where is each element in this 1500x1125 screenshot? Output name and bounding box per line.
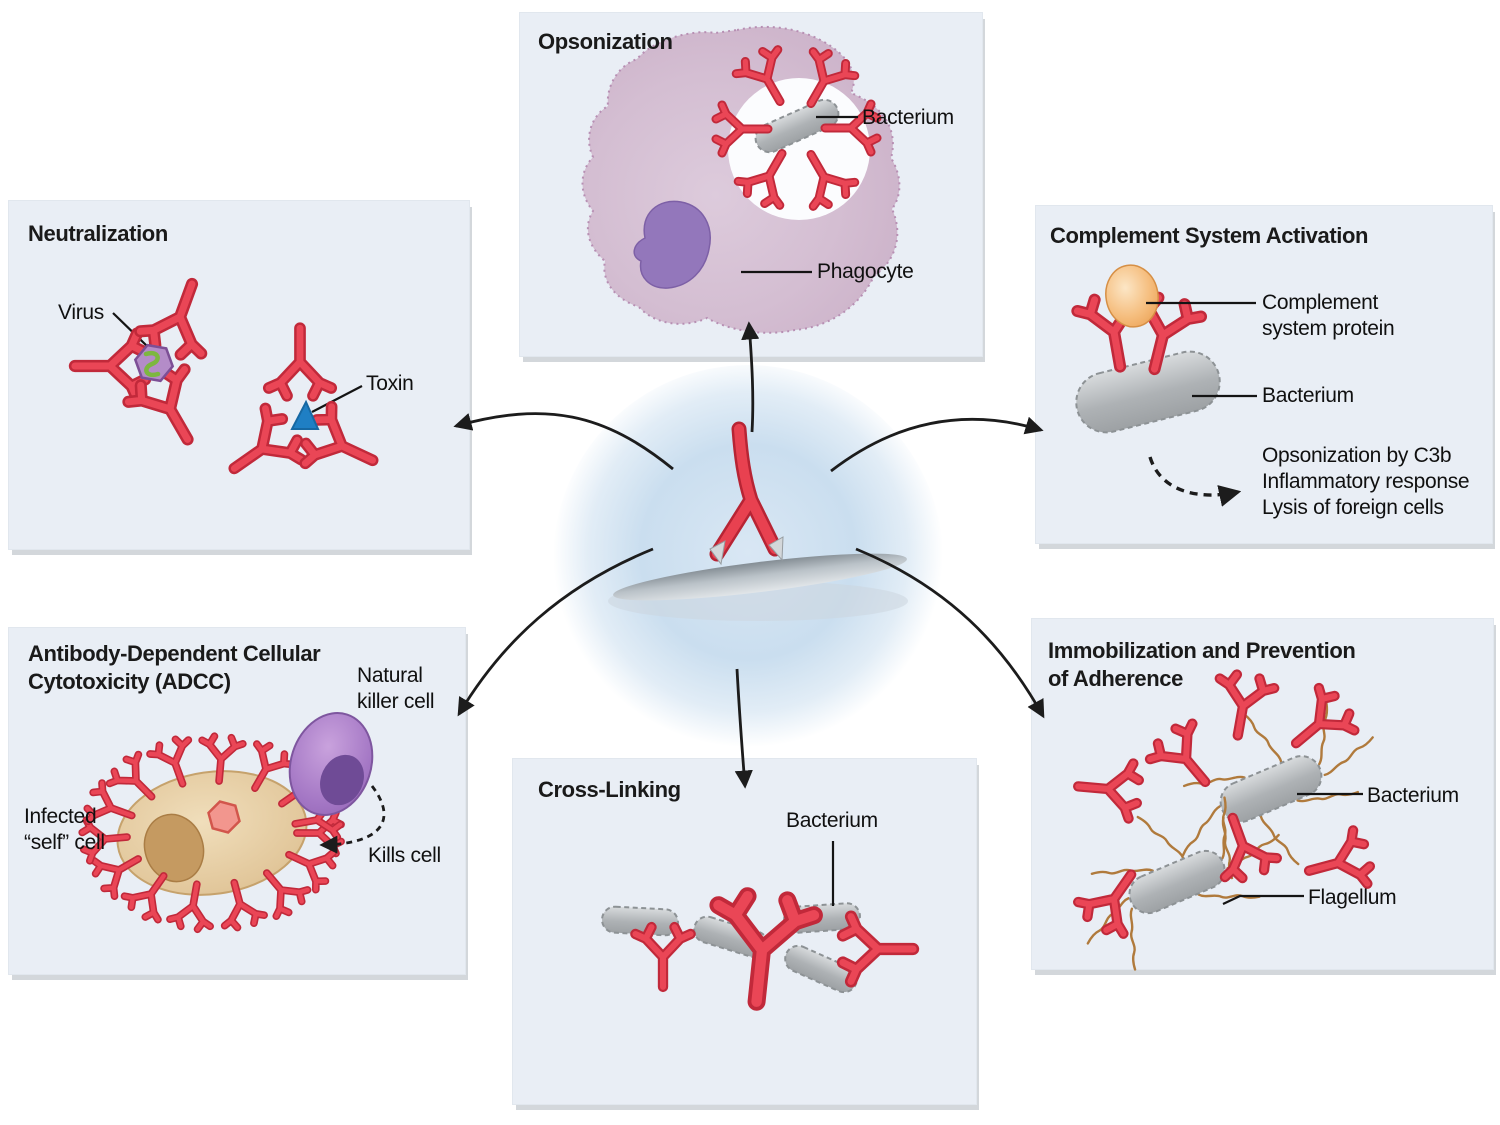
cross-linking-bacterium-label: Bacterium [786,809,878,832]
complement-protein-label: Complement system protein [1262,291,1395,340]
complement-bacterium-label: Bacterium [1262,384,1354,407]
antibody-icon [709,421,784,566]
flagellum-label: Flagellum [1308,886,1397,909]
surface-shadow [608,581,908,621]
panel-cross-linking [512,758,977,1105]
arrow-to-complement [830,416,1044,473]
phagocyte-label: Phagocyte [817,260,914,283]
infected-self-cell-label: Infected “self” cell [24,805,105,854]
immobilization-title: Immobilization and Prevention of Adheren… [1048,638,1356,691]
arrow-to-neutralization [453,412,674,471]
hub-arrows [453,321,1045,789]
panel-opsonization [519,12,983,357]
complement-effects-text: Opsonization by C3b Inflammatory respons… [1262,444,1470,519]
arrow-to-adcc [457,547,654,717]
neutralization-title: Neutralization [28,221,168,246]
adcc-title: Antibody-Dependent Cellular Cytotoxicity… [28,641,321,694]
virus-label: Virus [58,301,104,324]
blue-glow-circle [553,365,943,755]
immobilization-bacterium-label: Bacterium [1367,784,1459,807]
cross-linking-title: Cross-Linking [538,777,681,802]
toxin-label: Toxin [366,372,414,395]
kills-cell-label: Kills cell [368,844,441,867]
antigen-surface [613,553,907,601]
natural-killer-cell-label: Natural killer cell [357,664,435,713]
arrow-to-immobilization [855,547,1045,719]
complement-title: Complement System Activation [1050,223,1369,248]
central-antibody-hub [553,365,943,755]
opsonization-title: Opsonization [538,29,673,54]
opsonization-bacterium-label: Bacterium [862,106,954,129]
